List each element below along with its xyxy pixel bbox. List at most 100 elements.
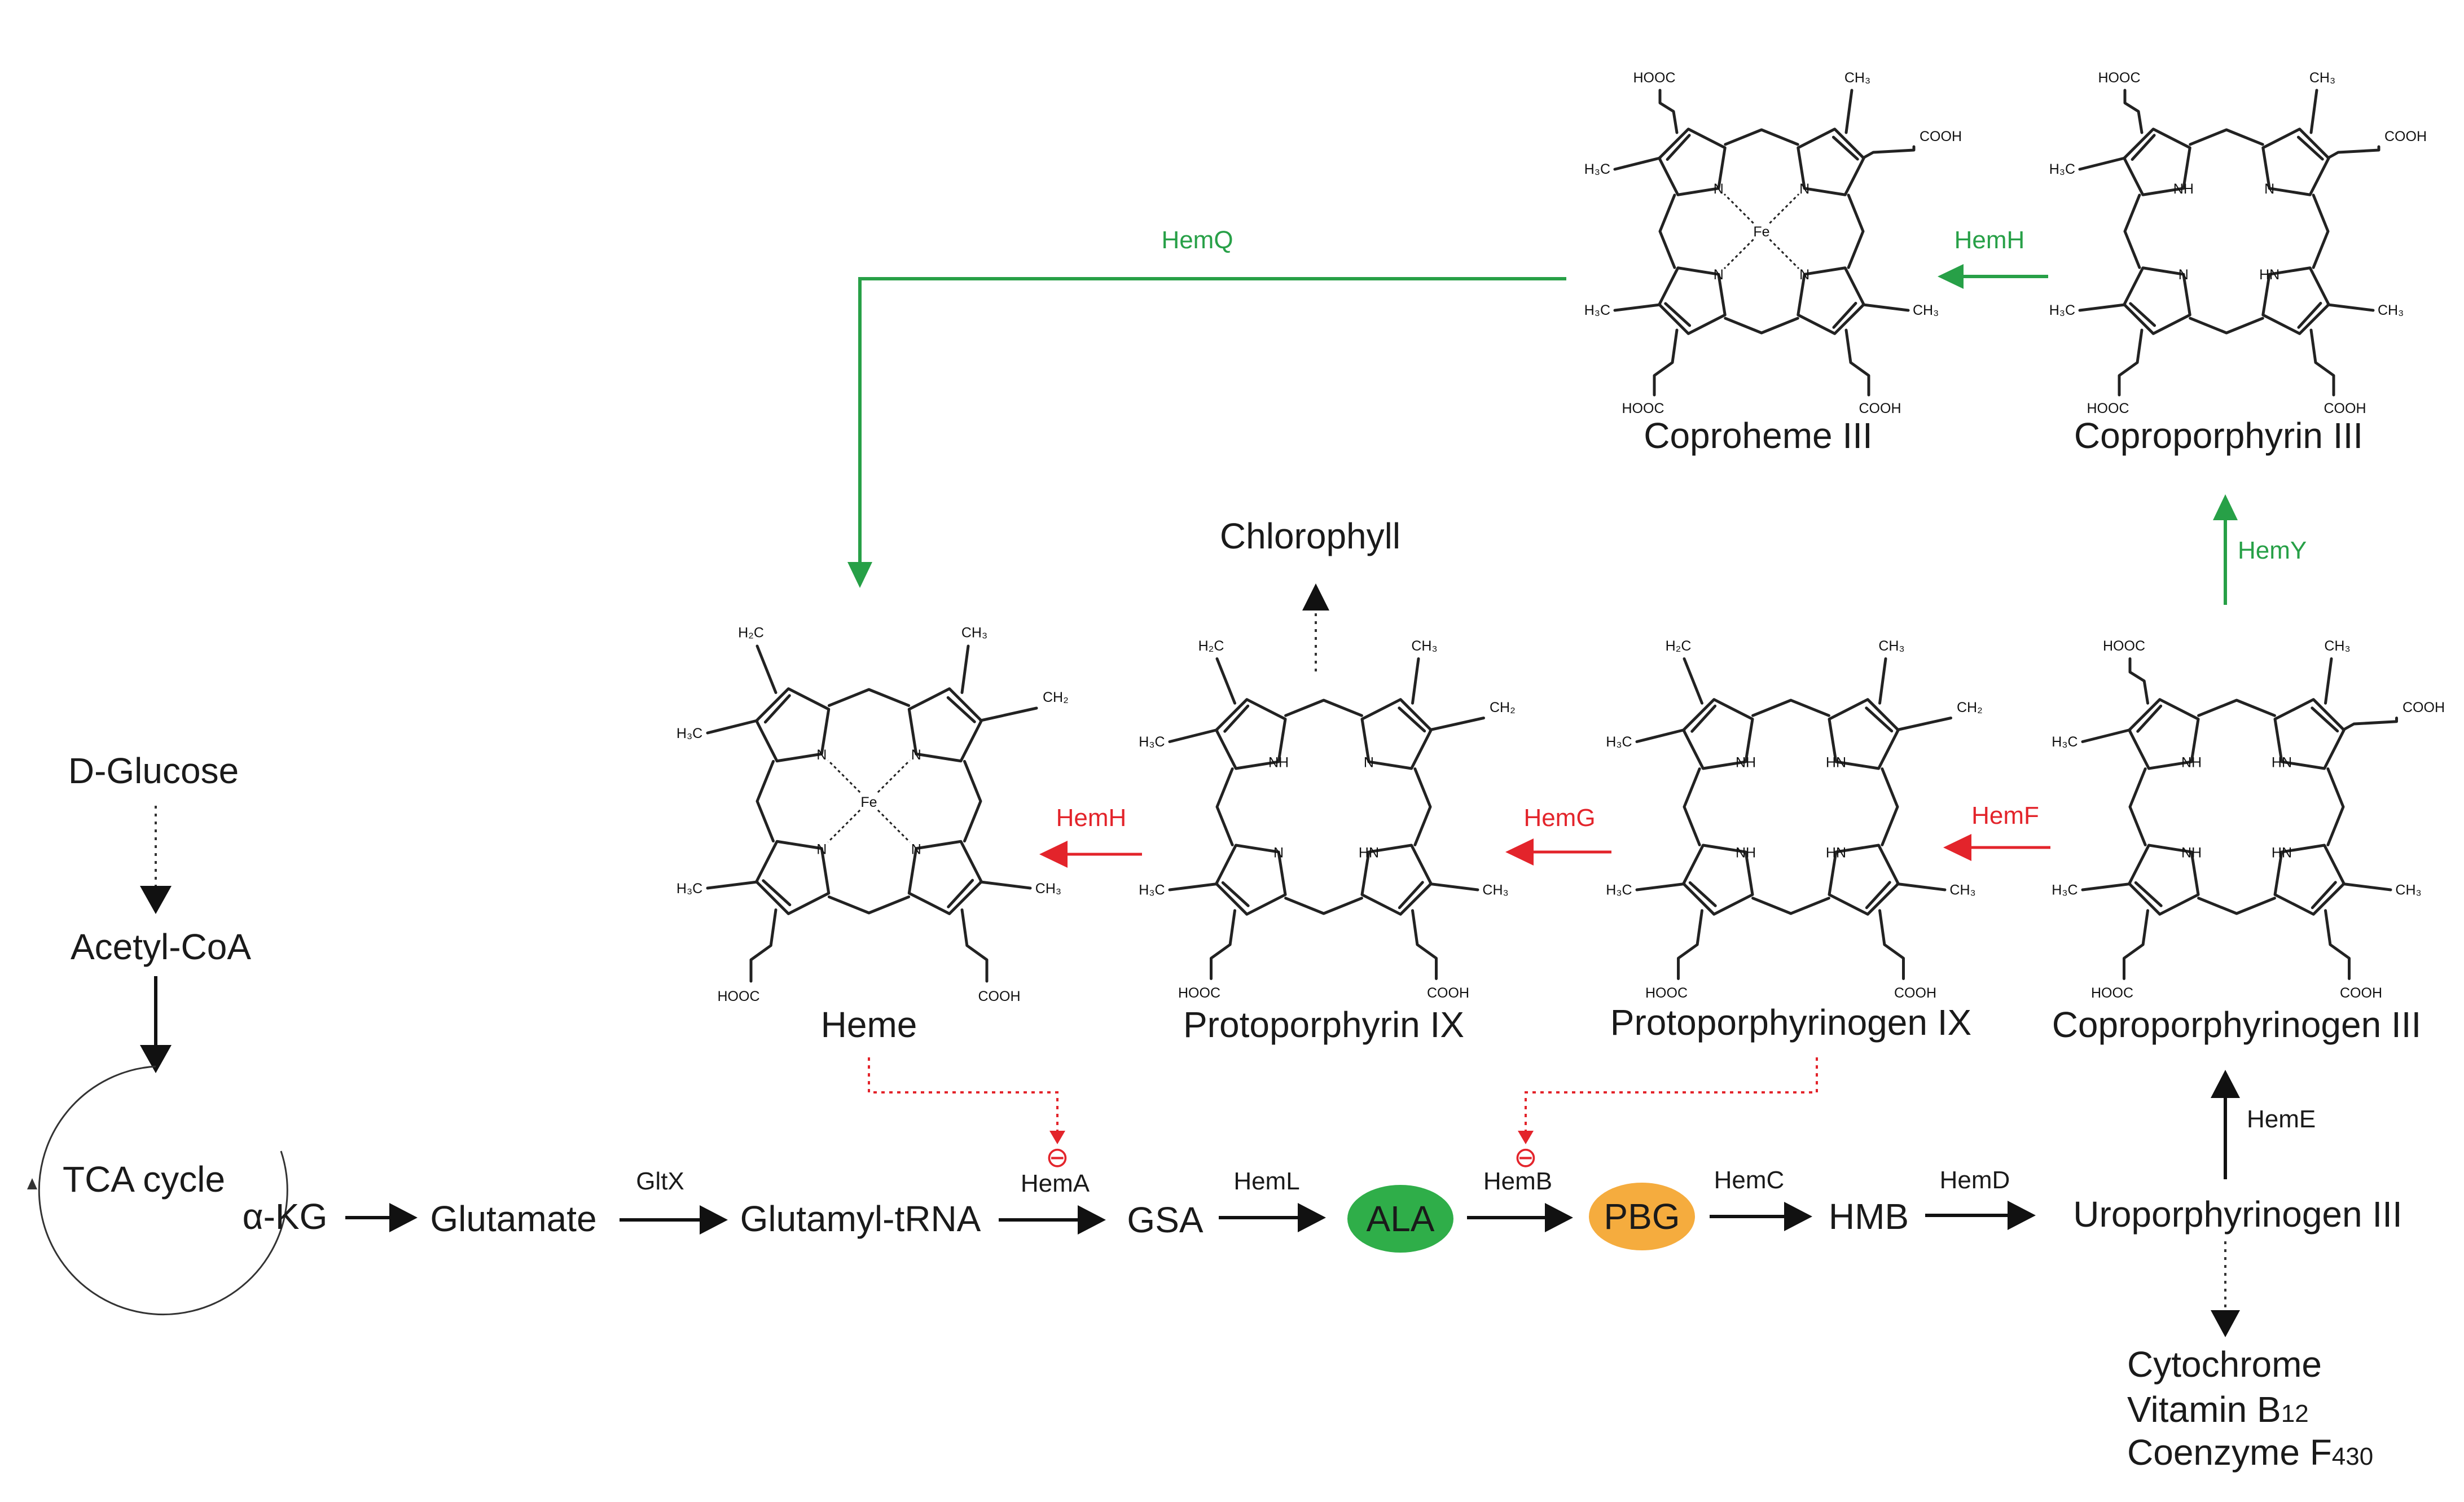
side-chain bbox=[1677, 909, 1703, 980]
arrowhead-hemq bbox=[847, 562, 872, 588]
substituent-bond bbox=[1635, 882, 1686, 891]
substituent-bond bbox=[1635, 728, 1686, 743]
inhibit-symbol-hemb: ⊖ bbox=[1514, 1141, 1538, 1174]
side-chain bbox=[960, 908, 989, 983]
double-bond bbox=[2311, 706, 2339, 733]
substituent-bond bbox=[2326, 303, 2375, 312]
substituent-label: CH₃ bbox=[1878, 638, 1904, 654]
double-bond bbox=[763, 694, 791, 724]
nitrogen-label: NH bbox=[2173, 181, 2194, 197]
pyrrole-ring bbox=[2261, 266, 2330, 335]
label-heme: Heme bbox=[821, 1004, 917, 1045]
nitrogen-label: N bbox=[2264, 181, 2274, 197]
substituent-label: CH₃ bbox=[1035, 881, 1061, 897]
substituent-bond bbox=[1613, 156, 1662, 171]
pyrrole-ring bbox=[2261, 128, 2330, 196]
pyrrole-ring bbox=[2273, 698, 2346, 770]
meso-bridge bbox=[2189, 317, 2264, 335]
arrowhead-pbg-hmb bbox=[1784, 1202, 1812, 1231]
label-coenzyme-f430: Coenzyme F430 bbox=[2127, 1432, 2373, 1473]
substituent-label: H₃C bbox=[1606, 734, 1632, 750]
double-bond bbox=[2311, 881, 2337, 910]
substituent-label: COOH bbox=[1427, 985, 1469, 1001]
nitrogen-label: N bbox=[816, 747, 827, 763]
double-bond bbox=[2296, 135, 2324, 161]
substituent-label: CH₃ bbox=[2309, 70, 2335, 86]
substituent-bond bbox=[960, 644, 970, 694]
substituent-label: COOH bbox=[1920, 129, 1962, 144]
nitrogen-label: N bbox=[1714, 267, 1724, 283]
meso-bridge bbox=[1881, 767, 1899, 846]
pyrrole-ring bbox=[2123, 128, 2191, 196]
substituent-label: COOH bbox=[2402, 700, 2445, 715]
nitrogen-label: NH bbox=[2181, 845, 2202, 860]
coordination-bond bbox=[827, 759, 861, 793]
substituent-label: H₃C bbox=[677, 881, 702, 897]
meso-bridge bbox=[1751, 699, 1830, 717]
substituent-bond bbox=[1411, 657, 1420, 705]
double-bond bbox=[1221, 881, 1250, 907]
inhibition-protoporphyrinogen-hemb-head bbox=[1518, 1131, 1534, 1144]
pyrrole-ring bbox=[1682, 698, 1754, 770]
substituent-label: CH₃ bbox=[2324, 638, 2350, 654]
double-bond bbox=[1832, 301, 1857, 329]
pyrrole-ring bbox=[1658, 266, 1727, 335]
arrowhead-glutamyl-trna-gsa bbox=[1078, 1205, 1106, 1235]
pbg-node bbox=[1589, 1183, 1695, 1250]
substituent-bond bbox=[756, 644, 778, 694]
substituent-label: HOOC bbox=[1622, 401, 1664, 416]
label-ala: ALA bbox=[1367, 1198, 1435, 1239]
substituent-label: H₃C bbox=[677, 726, 702, 741]
enzyme-hemh-green: HemH bbox=[1954, 226, 2025, 254]
double-bond bbox=[1223, 704, 1250, 733]
substituent-label: H₂C bbox=[1198, 638, 1224, 654]
substituent-bond bbox=[979, 706, 1038, 722]
nitrogen-label: N bbox=[1714, 181, 1724, 197]
pyrrole-ring bbox=[1797, 266, 1865, 335]
substituent-label: HOOC bbox=[1178, 985, 1220, 1001]
arrowhead-hemf bbox=[1943, 834, 1971, 861]
substituent-label: HOOC bbox=[2098, 70, 2141, 86]
substituent-bond bbox=[2081, 882, 2132, 891]
meso-bridge bbox=[2128, 767, 2147, 846]
coordination-bond bbox=[1769, 239, 1800, 270]
pyrrole-ring bbox=[2123, 266, 2191, 335]
enzyme-hemg: HemG bbox=[1523, 804, 1595, 832]
side-chain bbox=[2128, 657, 2149, 705]
substituent-label: CH₃ bbox=[1913, 302, 1939, 318]
double-bond bbox=[2131, 134, 2156, 161]
substituent-bond bbox=[1429, 717, 1485, 731]
label-chlorophyll: Chlorophyll bbox=[1220, 516, 1400, 556]
label-uroporphyrinogen: Uroporphyrinogen III bbox=[2073, 1194, 2402, 1235]
substituent-bond bbox=[1844, 89, 1854, 134]
meso-bridge bbox=[2197, 897, 2276, 915]
label-hmb: HMB bbox=[1829, 1196, 1909, 1237]
iron-label: Fe bbox=[860, 794, 877, 810]
arrowhead-glucose-acetylcoa bbox=[140, 886, 172, 914]
side-chain bbox=[1658, 89, 1679, 134]
substituent-label: CH₃ bbox=[2395, 882, 2421, 898]
label-glutamyl-trna: Glutamyl-tRNA bbox=[740, 1198, 981, 1239]
substituent-bond bbox=[979, 880, 1032, 890]
label-protoporphyrin: Protoporphyrin IX bbox=[1183, 1004, 1464, 1045]
label-d-glucose: D-Glucose bbox=[68, 750, 239, 791]
substituent-bond bbox=[2081, 728, 2132, 743]
double-bond bbox=[1865, 881, 1891, 910]
double-bond bbox=[1398, 706, 1426, 733]
arrowhead-hemh-red bbox=[1039, 841, 1068, 868]
pyrrole-ring bbox=[1828, 698, 1900, 770]
nitrogen-label: N bbox=[816, 842, 827, 858]
meso-bridge bbox=[756, 759, 775, 843]
double-bond bbox=[1666, 134, 1691, 161]
meso-bridge bbox=[2326, 767, 2345, 846]
double-bond bbox=[2136, 704, 2163, 733]
label-acetyl-coa: Acetyl-CoA bbox=[71, 926, 251, 967]
substituent-label: HOOC bbox=[718, 989, 760, 1004]
side-chain bbox=[1861, 145, 1916, 160]
enzyme-hemq: HemQ bbox=[1161, 226, 1233, 254]
